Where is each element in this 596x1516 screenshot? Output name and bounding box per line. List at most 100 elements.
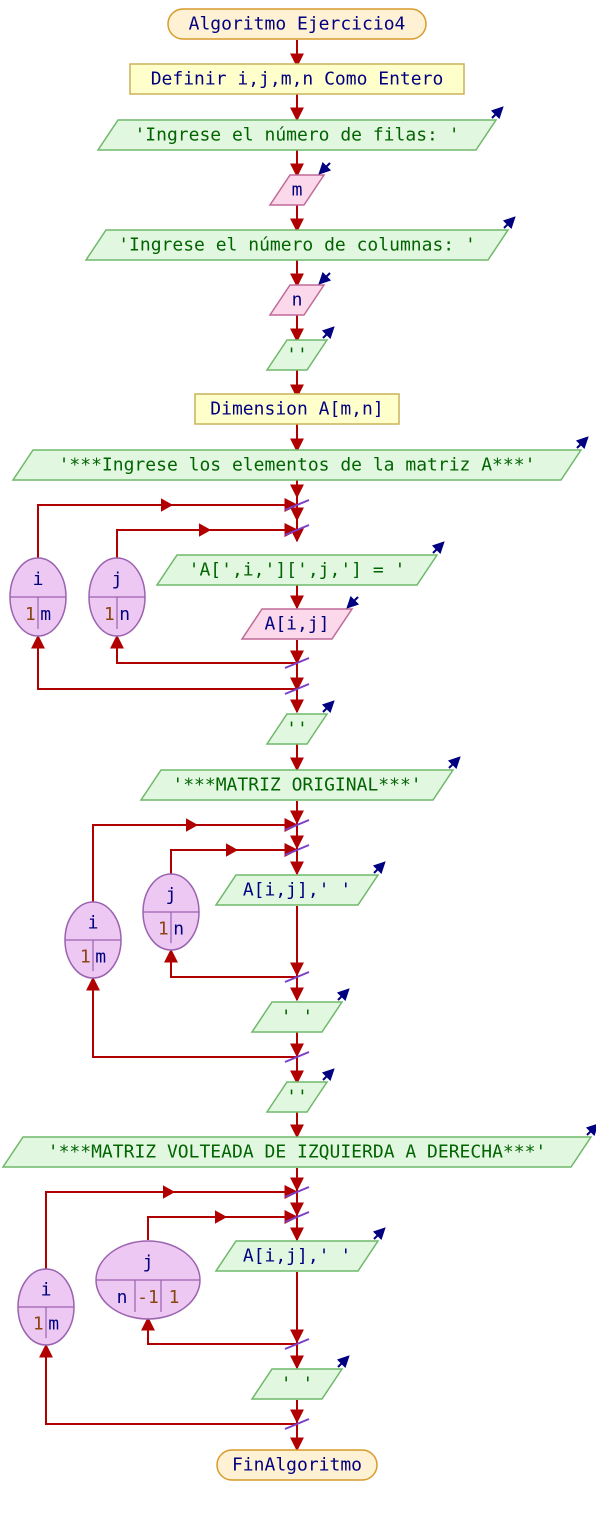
output-space-2[interactable]: ' ' <box>250 1368 344 1400</box>
output-blank-2-label: '' <box>286 719 308 740</box>
loop-return-line <box>141 1316 297 1345</box>
output-prompt-cell-label: 'A[',i,'][',j,'] = ' <box>189 560 406 581</box>
output-title-original-output-icon <box>447 756 461 770</box>
loop-entry-line <box>147 1210 299 1240</box>
output-blank-2-output-icon <box>321 700 335 714</box>
output-space-1-output-icon <box>336 988 350 1002</box>
output-prompt-cols-output-icon <box>502 216 516 230</box>
output-title-flipped[interactable]: '***MATRIZ VOLTEADA DE IZQUIERDA A DEREC… <box>1 1136 593 1168</box>
loop-entry-line <box>45 1185 299 1270</box>
loop-marker <box>284 1418 310 1430</box>
loop3-outer-ellipse-bound: m <box>48 1314 59 1335</box>
loop-marker <box>284 499 310 511</box>
output-print-cell-1-label: A[i,j],' ' <box>243 880 351 901</box>
loop-return-line <box>31 634 297 690</box>
output-print-cell-1[interactable]: A[i,j],' ' <box>214 874 380 906</box>
loop2-inner-ellipse-variable: j <box>166 885 177 906</box>
loop3-inner-ellipse-bound: n <box>117 1287 128 1308</box>
loop1-outer-ellipse-bound: 1 <box>25 604 36 625</box>
loop-marker <box>284 971 310 983</box>
flow-arrowhead <box>199 523 212 537</box>
output-blank-1[interactable]: '' <box>265 339 329 371</box>
input-read-m[interactable]: m <box>268 174 326 206</box>
output-blank-1-output-icon <box>321 326 335 340</box>
loop-return-line <box>39 1343 297 1425</box>
output-print-cell-2[interactable]: A[i,j],' ' <box>214 1240 380 1272</box>
loop-return-line <box>86 976 297 1058</box>
loop2-inner-ellipse-bound: 1 <box>158 919 169 940</box>
output-blank-3-output-icon <box>321 1068 335 1082</box>
output-prompt-rows[interactable]: 'Ingrese el número de filas: ' <box>96 119 498 151</box>
output-prompt-elements[interactable]: '***Ingrese los elementos de la matriz A… <box>11 449 583 481</box>
start-terminal[interactable]: Algoritmo Ejercicio4 <box>167 8 427 40</box>
output-space-1[interactable]: ' ' <box>250 1001 344 1033</box>
end-terminal[interactable]: FinAlgoritmo <box>216 1449 378 1481</box>
loop-entry-line <box>116 523 299 558</box>
output-prompt-cols-label: 'Ingrese el número de columnas: ' <box>118 235 476 256</box>
define-process-label: Definir i,j,m,n Como Entero <box>151 69 444 90</box>
output-prompt-elements-label: '***Ingrese los elementos de la matriz A… <box>59 455 536 476</box>
flow-arrowhead <box>161 498 174 512</box>
loop2-inner-ellipse-bound: n <box>173 919 184 940</box>
output-blank-3[interactable]: '' <box>265 1081 329 1113</box>
output-title-flipped-label: '***MATRIZ VOLTEADA DE IZQUIERDA A DEREC… <box>48 1142 547 1163</box>
loop-marker <box>284 1338 310 1350</box>
loop-return-line <box>110 634 297 664</box>
input-read-n-label: n <box>292 290 303 311</box>
define-process[interactable]: Definir i,j,m,n Como Entero <box>129 63 465 95</box>
loop-marker <box>284 1211 310 1223</box>
loop-return-line <box>164 948 297 978</box>
loop3-inner-ellipse-bound: 1 <box>169 1287 180 1308</box>
input-read-cell-label: A[i,j] <box>264 614 329 635</box>
output-blank-2[interactable]: '' <box>265 713 329 745</box>
start-terminal-label: Algoritmo Ejercicio4 <box>189 14 406 35</box>
output-prompt-cell[interactable]: 'A[',i,'][',j,'] = ' <box>155 554 439 586</box>
loop-marker <box>284 524 310 536</box>
loop2-outer-ellipse-variable: i <box>88 913 99 934</box>
loop-entry-line <box>37 498 299 558</box>
output-blank-3-label: '' <box>286 1087 308 1108</box>
output-print-cell-1-output-icon <box>372 861 386 875</box>
loop3-inner-ellipse-variable: j <box>143 1252 154 1273</box>
loop3-outer-ellipse-variable: i <box>41 1280 52 1301</box>
input-read-cell-input-icon <box>346 595 360 609</box>
output-space-1-label: ' ' <box>281 1007 314 1028</box>
loop3-outer-ellipse-bound: 1 <box>33 1314 44 1335</box>
flow-arrowhead <box>186 818 199 832</box>
output-blank-1-label: '' <box>286 345 308 366</box>
output-space-2-label: ' ' <box>281 1374 314 1395</box>
dimension-process[interactable]: Dimension A[m,n] <box>194 393 400 425</box>
input-read-cell[interactable]: A[i,j] <box>240 608 354 640</box>
loop-marker <box>284 657 310 669</box>
loop2-outer-ellipse-bound: 1 <box>80 947 91 968</box>
input-read-m-input-icon <box>318 161 332 175</box>
flow-lines <box>31 40 304 1452</box>
output-prompt-rows-output-icon <box>490 106 504 120</box>
output-space-2-output-icon <box>336 1355 350 1369</box>
loop-marker <box>284 1186 310 1198</box>
output-prompt-rows-label: 'Ingrese el número de filas: ' <box>134 125 459 146</box>
loop-entry-line <box>92 818 299 902</box>
loop-marker <box>284 844 310 856</box>
input-read-n[interactable]: n <box>268 284 326 316</box>
loop-marker <box>284 683 310 695</box>
loop1-inner-ellipse-bound: 1 <box>104 604 115 625</box>
dimension-process-label: Dimension A[m,n] <box>210 399 383 420</box>
output-title-original[interactable]: '***MATRIZ ORIGINAL***' <box>139 769 455 801</box>
loop2-outer-ellipse-bound: m <box>95 947 106 968</box>
loop-marker <box>284 1051 310 1063</box>
loop1-inner-ellipse-bound: n <box>119 604 130 625</box>
output-prompt-cols[interactable]: 'Ingrese el número de columnas: ' <box>84 229 510 261</box>
output-title-original-label: '***MATRIZ ORIGINAL***' <box>172 775 421 796</box>
flow-arrowhead <box>215 1210 228 1224</box>
output-prompt-cell-output-icon <box>431 541 445 555</box>
loop1-outer-ellipse-bound: m <box>40 604 51 625</box>
